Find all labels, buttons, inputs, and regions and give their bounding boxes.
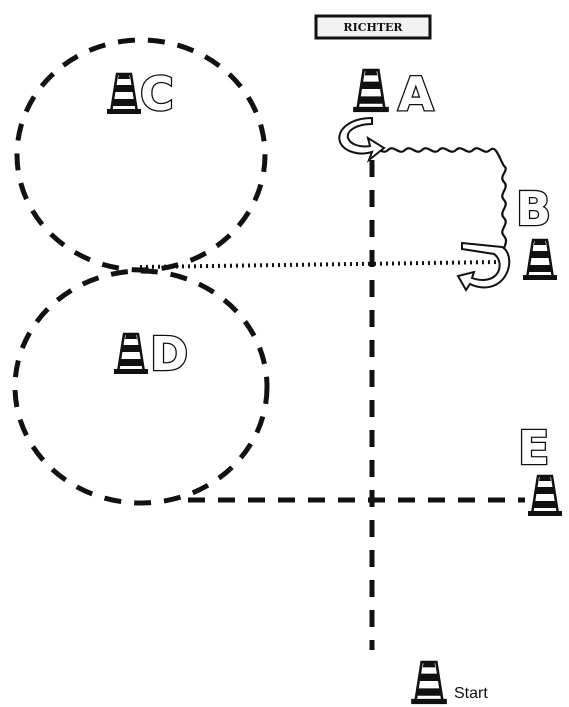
cone-e-icon [526, 474, 564, 518]
start-cone: Start [409, 660, 488, 706]
judge-sign-label: RICHTER [343, 21, 403, 34]
start-cone-icon [409, 660, 449, 706]
cone-e: E [517, 420, 564, 518]
wavy-line-a-b-path [371, 147, 508, 251]
cone-a: A [351, 66, 435, 122]
cone-b-label: B [516, 182, 551, 236]
turn-arrow-a-icon [338, 116, 386, 164]
start-label: Start [454, 685, 488, 702]
cone-a-icon [351, 68, 391, 114]
cone-d-icon [112, 332, 150, 376]
judge-sign: RICHTER [314, 14, 432, 40]
cone-e-label: E [518, 421, 549, 475]
cone-c-label: C [140, 67, 174, 121]
cone-d: D [112, 326, 189, 382]
judge-sign-box [314, 14, 432, 40]
circle-d-path [12, 268, 270, 506]
turn-arrow-b-icon [456, 241, 511, 292]
cone-b-icon [521, 238, 559, 282]
cone-a-label: A [398, 67, 434, 121]
cone-b: B [515, 181, 559, 282]
cone-c: C [105, 66, 175, 122]
cone-c-icon [105, 72, 143, 116]
dotted-line-b-path [139, 260, 501, 269]
cone-d-label: D [150, 327, 188, 381]
